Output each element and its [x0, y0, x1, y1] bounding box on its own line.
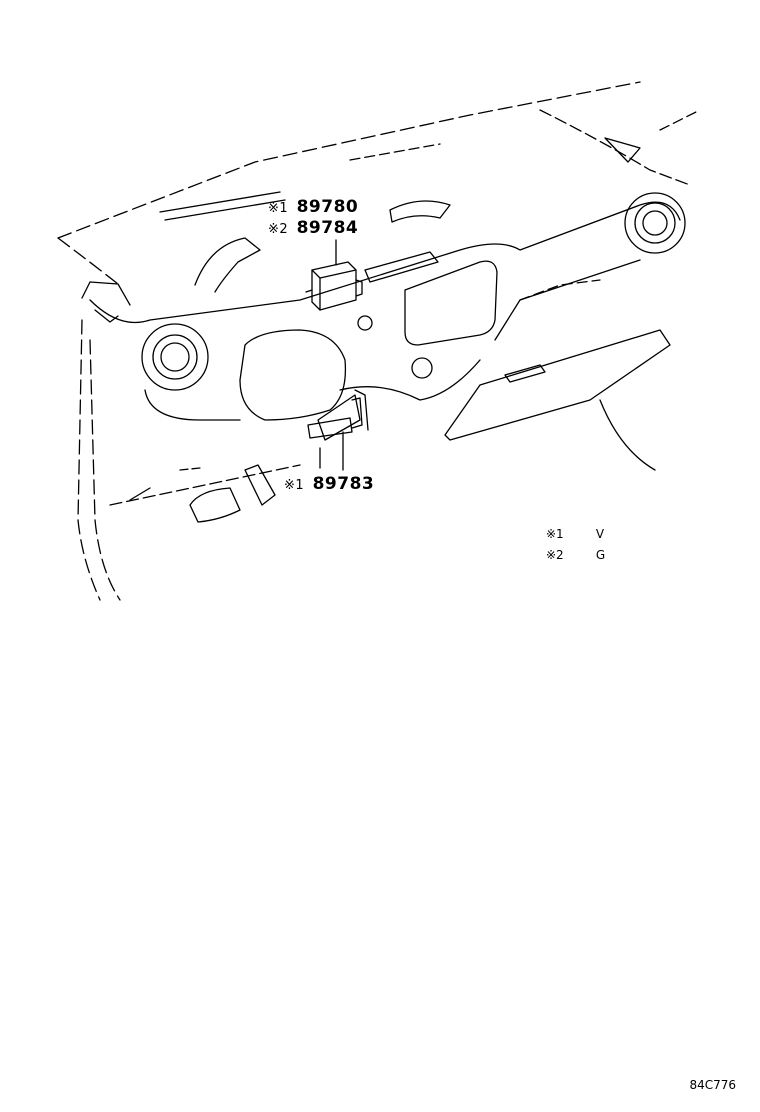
callout-mark: ※1 — [268, 201, 289, 216]
figure-id: 84C776 — [689, 1078, 736, 1092]
sensor-bracket — [307, 397, 363, 439]
callout-mark: ※1 — [284, 478, 305, 493]
upper-panel — [89, 201, 681, 324]
dash-top-edge-rear — [57, 237, 119, 285]
legend-text: G — [595, 548, 606, 562]
dash-top-edge — [57, 81, 641, 239]
part-number: 89784 — [296, 218, 359, 238]
legend-row: ※1 V — [546, 527, 605, 548]
legend-text: V — [595, 527, 605, 541]
legend: ※1 V ※2 G — [546, 527, 605, 569]
callout-89784: ※2 89784 — [268, 218, 358, 238]
center-display — [404, 260, 498, 346]
windshield-line — [539, 109, 691, 186]
callout-89783: ※1 89783 — [284, 474, 374, 494]
callout-89780: ※1 89780 — [268, 197, 358, 217]
legend-row: ※2 G — [546, 548, 605, 569]
cluster-opening — [239, 329, 347, 421]
part-number: 89783 — [312, 474, 375, 494]
steering-column — [317, 394, 361, 441]
dashboard-illustration — [57, 81, 701, 601]
legend-mark: ※1 — [546, 527, 564, 541]
part-number: 89780 — [296, 197, 359, 217]
ecu-box — [305, 261, 363, 311]
left-pillar — [89, 339, 121, 601]
meter-hood — [194, 237, 261, 293]
right-vent — [624, 192, 686, 254]
left-vent — [141, 323, 209, 391]
callout-mark: ※2 — [268, 222, 289, 237]
glovebox — [444, 329, 671, 441]
legend-mark: ※2 — [546, 548, 564, 562]
